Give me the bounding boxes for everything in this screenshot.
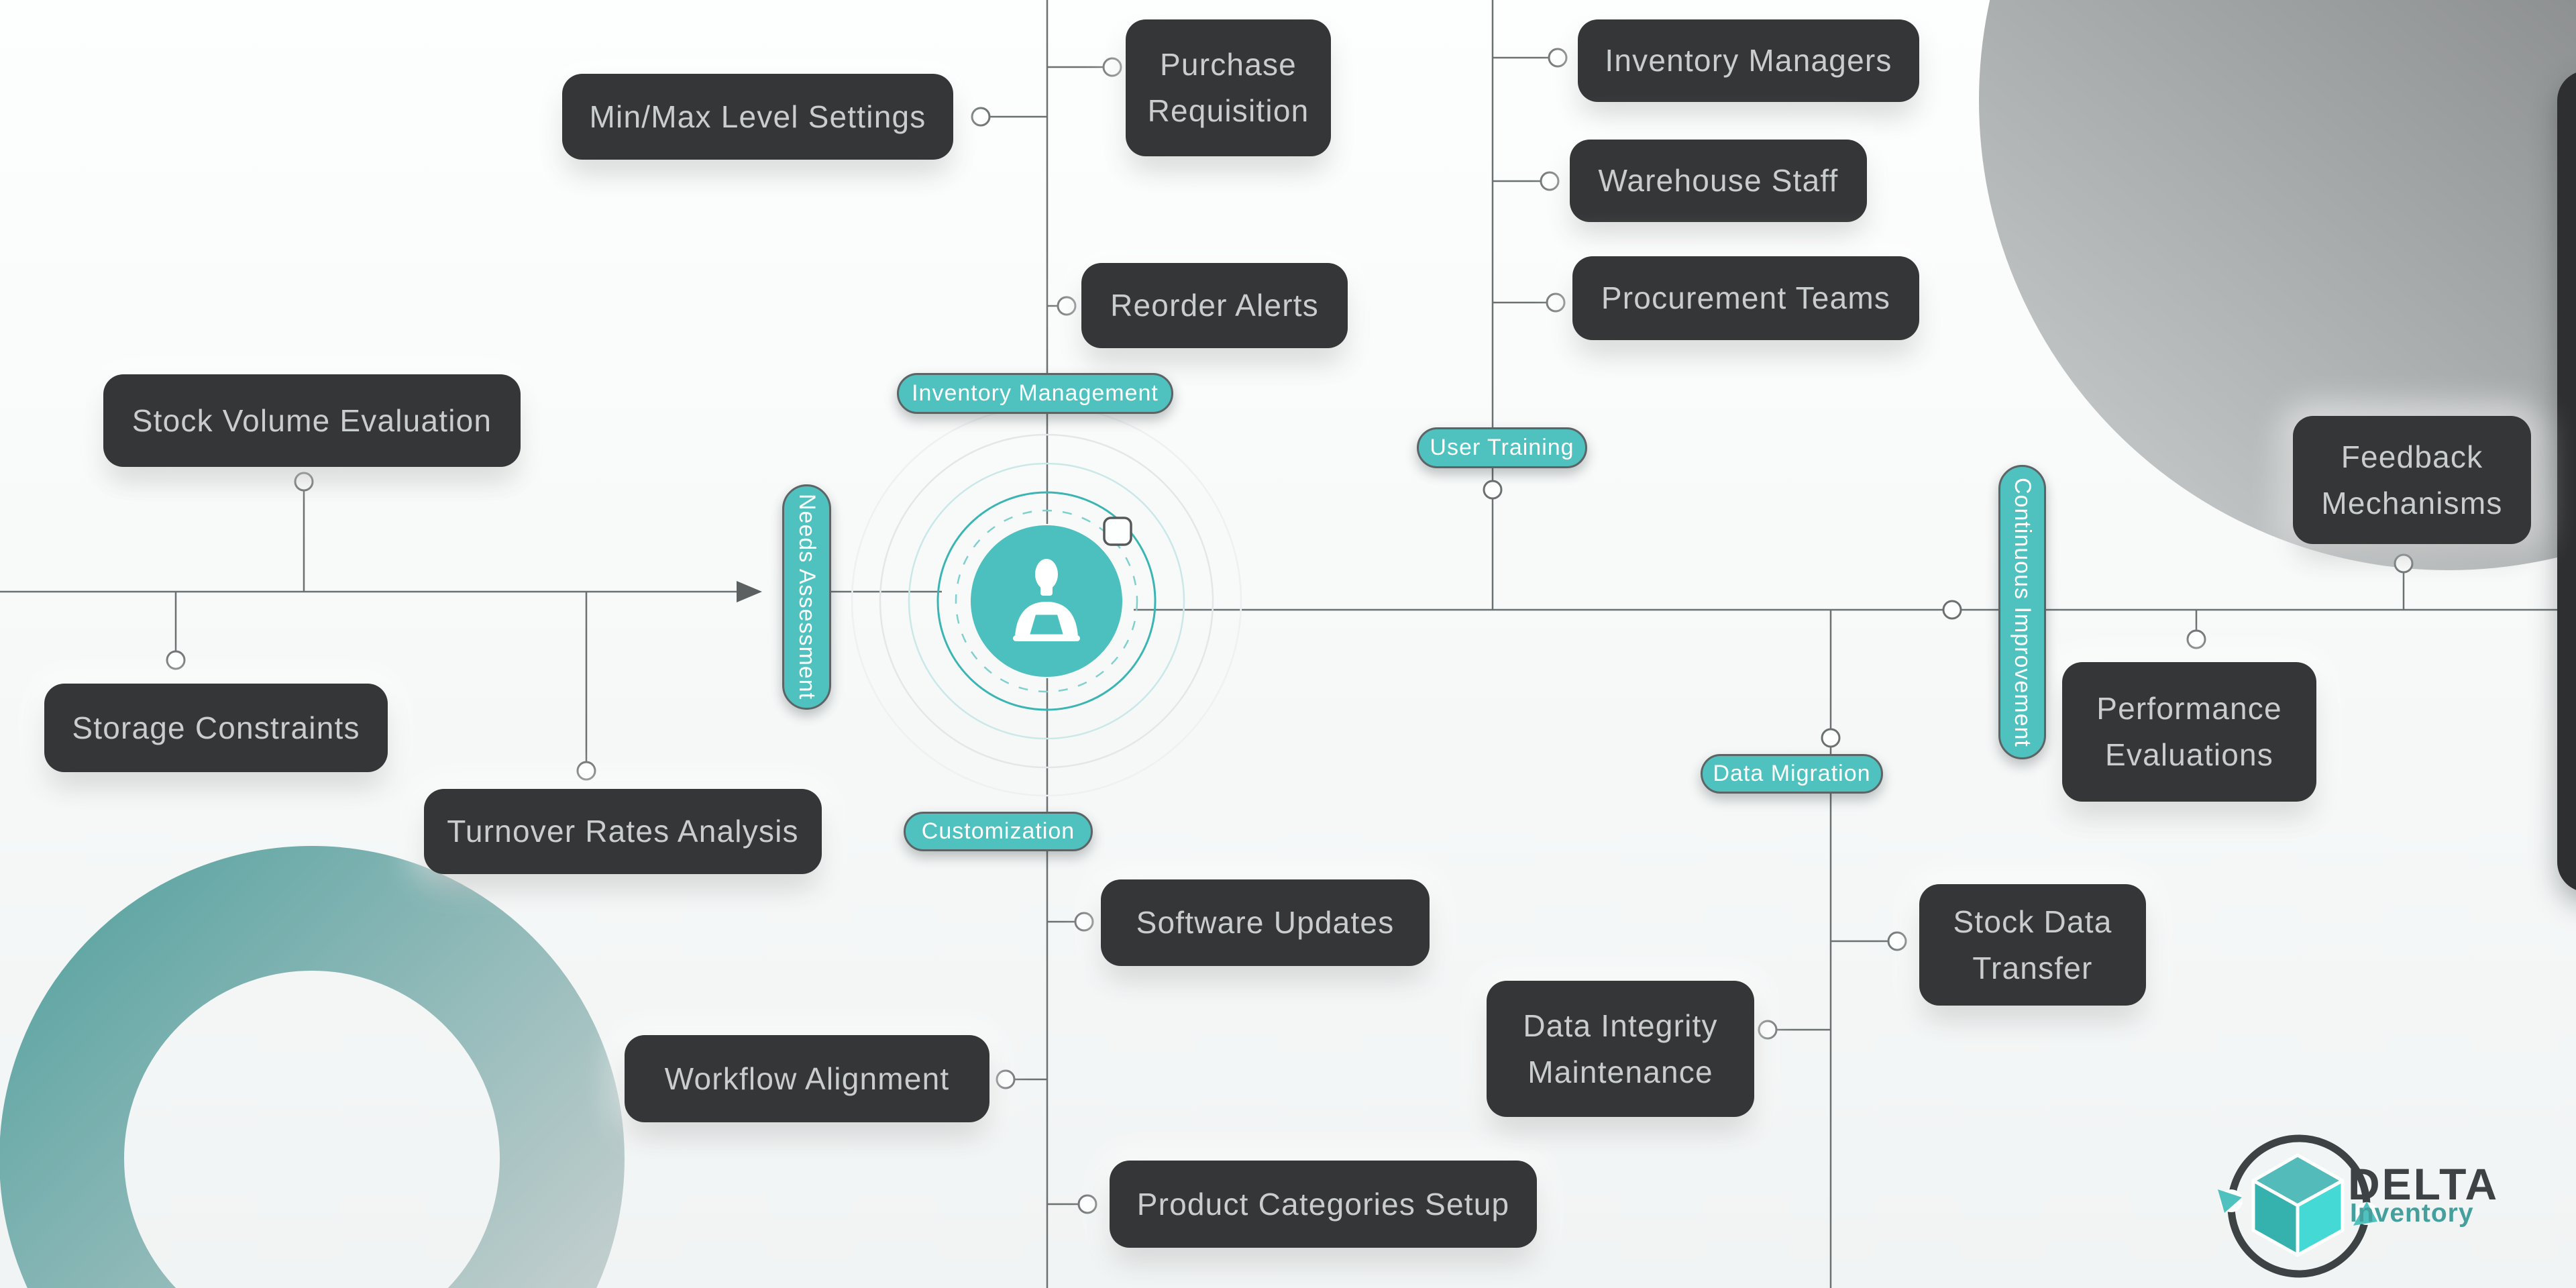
node-stock-volume-evaluation[interactable]: Stock Volume Evaluation [103,374,521,467]
pill-customization[interactable]: Customization [904,812,1093,851]
node-workflow-alignment[interactable]: Workflow Alignment [625,1035,989,1122]
node-label: Stock Data Transfer [1953,904,2112,985]
center-node-circle[interactable] [971,525,1122,677]
node-turnover-rates-analysis[interactable]: Turnover Rates Analysis [424,789,822,874]
cycle-arrow-up-icon [2353,1201,2377,1226]
pill-data-migration[interactable]: Data Migration [1701,754,1883,794]
center-node[interactable] [971,525,1122,677]
connector-dot [1074,912,1094,932]
node-software-updates[interactable]: Software Updates [1101,879,1430,966]
connector-dot [1483,480,1503,500]
pill-needs-assessment[interactable]: Needs Assessment [782,484,831,710]
node-data-integrity-maintenance[interactable]: Data Integrity Maintenance [1487,981,1754,1117]
node-label: Min/Max Level Settings [589,99,926,134]
node-feedback-mechanisms[interactable]: Feedback Mechanisms [2293,416,2531,544]
connector-dot [1057,296,1077,316]
node-label: Inventory Managers [1605,43,1892,78]
node-stock-data-transfer[interactable]: Stock Data Transfer [1919,884,2146,1006]
branch-lines-vertical [1046,0,1832,1288]
node-storage-constraints[interactable]: Storage Constraints [44,684,388,772]
node-label: Stock Volume Evaluation [131,402,492,438]
logo-title: DELTA [2348,1159,2500,1209]
pill-label: Continuous Improvement [2010,477,2035,747]
connector-dot [1887,931,1907,951]
ring-handle-icon [1103,517,1132,546]
node-label: Purchase Requisition [1147,47,1309,128]
node-reorder-alerts[interactable]: Reorder Alerts [1081,263,1348,348]
logo: DELTA Inventory [2210,1110,2576,1288]
node-label: Performance Evaluations [2096,691,2282,772]
decor-gradient-donut [0,846,625,1288]
cube-icon [2251,1153,2345,1257]
connector-dots [166,48,2414,1214]
branch-lines-horizontal [0,590,2557,611]
connector-dot [1548,48,1568,68]
arrowhead-icon [737,581,762,602]
node-label: Procurement Teams [1601,280,1891,315]
node-label: Storage Constraints [72,710,360,745]
node-label: Turnover Rates Analysis [447,814,799,849]
node-min-max-level-settings[interactable]: Min/Max Level Settings [562,74,953,160]
edge-clipped-node [2557,70,2576,892]
node-label: Software Updates [1136,905,1395,940]
node-procurement-teams[interactable]: Procurement Teams [1572,256,1919,340]
pill-user-training[interactable]: User Training [1417,427,1587,468]
connector-stubs [174,56,2405,1205]
node-label: Feedback Mechanisms [2321,439,2503,521]
pill-continuous-improvement[interactable]: Continuous Improvement [1998,465,2046,759]
cycle-arrow-down-icon [2218,1189,2242,1213]
pill-inventory-management[interactable]: Inventory Management [897,373,1173,414]
connector-dot [576,761,596,781]
pill-label: Customization [921,818,1075,844]
node-label: Product Categories Setup [1136,1186,1510,1222]
logo-emblem [2218,1134,2378,1278]
node-label: Reorder Alerts [1110,288,1319,323]
pill-label: Data Migration [1713,761,1871,786]
node-warehouse-staff[interactable]: Warehouse Staff [1570,140,1867,222]
connector-dot [2186,629,2206,649]
connector-dot [294,472,314,492]
connector-dot [1102,57,1122,77]
connector-dot [1546,292,1566,313]
connector-dot [166,650,186,670]
connector-dot [971,107,991,127]
connector-dot [1758,1020,1778,1040]
logo-subtitle: Inventory [2350,1199,2474,1228]
connector-dot [2394,553,2414,574]
pill-label: Inventory Management [912,380,1159,406]
connector-dot [1077,1194,1097,1214]
node-performance-evaluations[interactable]: Performance Evaluations [2062,662,2316,802]
node-inventory-managers[interactable]: Inventory Managers [1578,19,1919,102]
pill-label: Needs Assessment [794,494,820,700]
connector-dot [1821,728,1841,748]
person-icon [1013,559,1080,641]
connector-dot [1942,600,1962,620]
node-label: Warehouse Staff [1598,163,1839,198]
node-label: Data Integrity Maintenance [1523,1008,1718,1089]
node-label: Workflow Alignment [664,1061,950,1096]
node-product-categories-setup[interactable]: Product Categories Setup [1110,1161,1537,1248]
pill-label: User Training [1430,435,1574,460]
node-purchase-requisition[interactable]: Purchase Requisition [1126,19,1331,156]
connector-dot [996,1069,1016,1089]
connector-dot [1540,171,1560,191]
